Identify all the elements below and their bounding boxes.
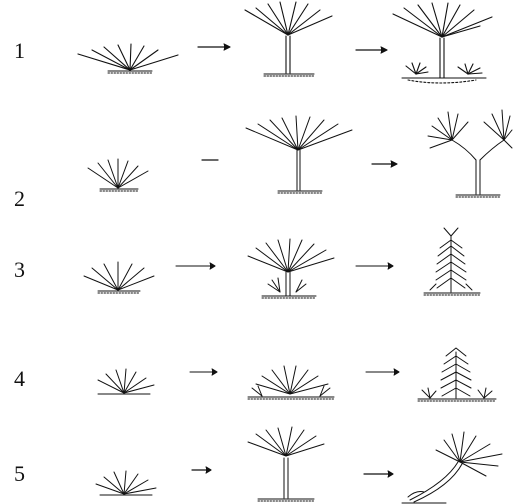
row-4-arrow-2 xyxy=(365,368,400,376)
row-2-stage-2-trunk xyxy=(245,115,353,194)
row-3-arrow-2 xyxy=(355,262,394,270)
row-number-4: 4 xyxy=(14,366,25,391)
row-3-stage-1-rosette xyxy=(83,261,155,294)
row-1-stage-2-trunk xyxy=(244,1,333,77)
row-3-stage-2-offset xyxy=(247,238,335,299)
row-5-arrow-2 xyxy=(363,470,394,478)
row-1-arrow-1 xyxy=(197,43,231,51)
row-5-stage-3-leaning xyxy=(401,431,503,504)
row-4-stage-3-thicket xyxy=(417,347,497,402)
row-1-arrow-2 xyxy=(355,46,388,54)
row-5 xyxy=(95,426,503,504)
row-3-stage-3-columnar xyxy=(423,227,481,296)
row-4-stage-2-clump xyxy=(247,365,335,400)
row-3 xyxy=(83,227,481,299)
row-4 xyxy=(97,347,497,402)
row-number-3: 3 xyxy=(14,257,25,282)
row-1 xyxy=(77,1,493,84)
row-2-arrow-2 xyxy=(371,160,398,168)
row-2 xyxy=(87,109,513,198)
row-5-arrow-1 xyxy=(191,466,212,474)
row-number-1: 1 xyxy=(14,38,25,63)
row-number-2: 2 xyxy=(14,186,25,211)
row-number-5: 5 xyxy=(14,461,25,486)
row-4-arrow-1 xyxy=(189,368,218,376)
row-2-stage-1-rosette xyxy=(87,158,149,192)
row-1-stage-1-rosette xyxy=(77,43,179,74)
row-5-stage-1-rosette xyxy=(95,470,157,496)
row-1-stage-3-suckers xyxy=(392,2,493,84)
row-5-stage-2-trunk xyxy=(247,426,325,502)
row-3-arrow-1 xyxy=(175,262,216,270)
row-2-stage-3-forked xyxy=(427,109,513,198)
row-4-stage-1-rosette xyxy=(97,368,155,395)
